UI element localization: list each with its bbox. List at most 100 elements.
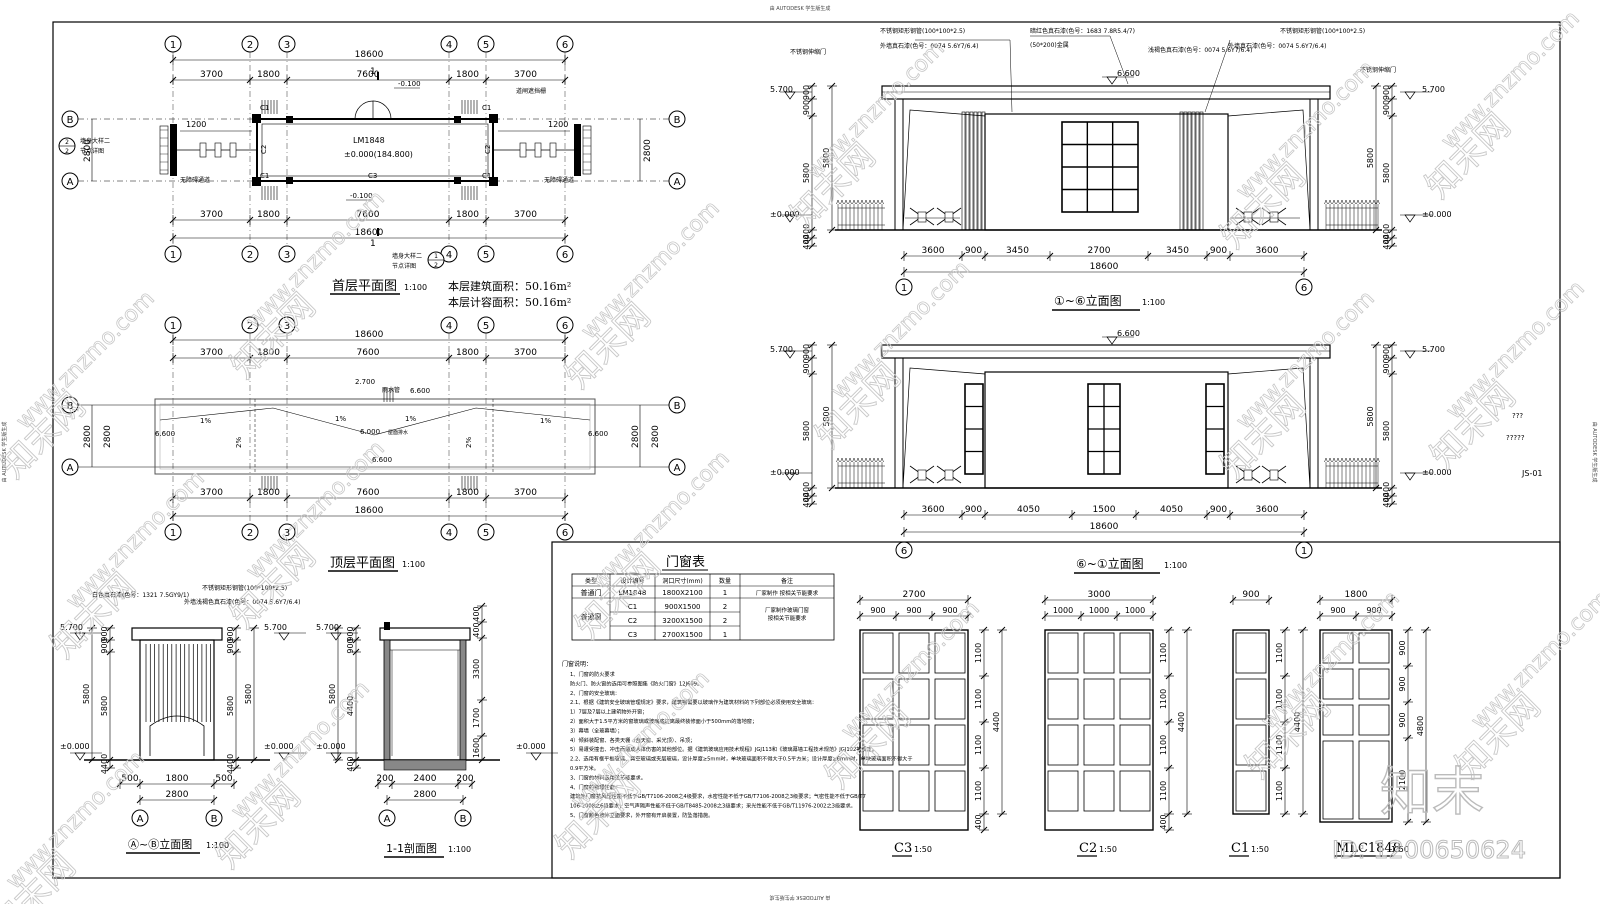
elev2-vdim-l2-0: 5800: [822, 406, 831, 426]
elev1-vdim-r2-0: 5800: [1366, 148, 1375, 168]
barrier-post: [549, 142, 557, 158]
detail-c2-scale: 1:50: [1099, 845, 1117, 854]
p1-top-axes-axis-3: 3: [278, 35, 296, 53]
note-line-12-1: 106-2008之6级要求；空气声隔声性能不低于GB/T8485-2008之3级…: [570, 802, 856, 810]
plan2-slope-3: 1%: [405, 415, 416, 423]
elev2-dim-6: 3600: [1256, 505, 1279, 515]
svg-text:5: 5: [483, 528, 489, 539]
table-header-0: 类型: [585, 577, 597, 585]
section-mark-top: 1: [370, 67, 379, 80]
svg-text:1: 1: [434, 253, 438, 260]
p2-top-axes-axis-6: 6: [556, 316, 574, 334]
plan2-roof: [154, 398, 596, 475]
detail-c2-h-4: 400: [1159, 814, 1168, 829]
p1-bot-axes-seg-4: 3700: [514, 210, 537, 220]
elev3-vdim-l-2: 5800: [100, 696, 109, 716]
elev1-dim-3: 2700: [1088, 246, 1111, 256]
svg-text:3: 3: [284, 321, 290, 332]
detail-c3-sub-2: 900: [942, 606, 957, 615]
svg-text:1: 1: [901, 283, 907, 294]
p2-top-axes-axis-3: 3: [278, 316, 296, 334]
barrier-post: [519, 142, 527, 158]
detail-c2-sub-1: 1000: [1089, 606, 1109, 615]
elev1-vdim-r-3: 4400: [1382, 224, 1391, 244]
p1-top-axes-axis-5: 5: [477, 35, 495, 53]
note-line-9-1: 0.9平方米。: [570, 764, 599, 772]
p2-bot-axes-axis-5: 5: [477, 523, 495, 541]
elev1-lbl-steel: 不锈钢矩形钢管(100*100*2.5): [880, 27, 965, 35]
detail-c1-h-1: 1100: [1275, 689, 1284, 709]
plan2-title: 顶层平面图: [330, 556, 395, 571]
elev1-vdim-r-0: 900: [1382, 85, 1391, 100]
elev2-lvl-5700-r: 5.700: [1422, 345, 1445, 354]
plan1-note-lane-r: 无障碍通道: [544, 176, 574, 184]
elev2-dim-3: 1500: [1093, 505, 1116, 515]
svg-text:节点详图: 节点详图: [392, 262, 416, 270]
detail-mlc-h-3: 2100: [1398, 770, 1407, 790]
axis-a-left: A: [61, 172, 79, 190]
p2-top-axes-seg-1: 1800: [257, 348, 280, 358]
p2-bot-axes-total-0: 18600: [355, 506, 384, 516]
elev2-vdim-l-1: 900: [802, 358, 811, 373]
table-header-1: 设计编号: [620, 577, 644, 585]
detail-c3-htotal-0: 4400: [992, 712, 1001, 732]
elev1-dim-5: 900: [1210, 246, 1227, 256]
section-vdim-r-3: 1700: [472, 708, 481, 728]
elev3-lbl-steel: 不锈钢矩形钢管(100*100*2.5): [202, 584, 287, 592]
detail-c3-h-1: 1100: [974, 689, 983, 709]
elev1-window: [1061, 121, 1139, 213]
elev1-vdim-l-1: 900: [802, 100, 811, 115]
plan2-lvl-2700: 2.700: [355, 378, 375, 386]
elev3-axis-b: B: [205, 809, 223, 827]
p1-top-axes-axis-1: 1: [164, 35, 182, 53]
section-title: 1-1剖面图: [386, 841, 437, 855]
elev1-vdim-l-3: 4400: [802, 224, 811, 244]
svg-text:2: 2: [247, 250, 253, 261]
elev1-vdim-l2-0: 5800: [822, 148, 831, 168]
svg-text:6: 6: [562, 321, 568, 332]
svg-text:1: 1: [170, 528, 176, 539]
p1-bot-axes-seg-0: 3700: [200, 210, 223, 220]
p1-top-axes-seg-0: 3700: [200, 70, 223, 80]
sheet-q1: ???: [1512, 412, 1523, 420]
svg-text:6: 6: [901, 546, 907, 557]
table-cell-3-1: C3: [628, 631, 637, 639]
table-cell-1-3: 2: [723, 603, 727, 611]
p2-bot-axes-seg-0: 3700: [200, 488, 223, 498]
table-cell-0-0: 普通门: [581, 588, 602, 597]
elev1-vdim-l-4: 400: [802, 234, 811, 249]
elev1-lbl-gate-l: 不锈钢伸缩门: [790, 48, 826, 56]
elev1-lvl-0-l: ±0.000: [770, 210, 800, 219]
section-vdim-r-0: 400: [472, 606, 481, 621]
svg-text:A: A: [67, 177, 74, 188]
note-line-8-0: 5）易遭受撞击、冲击而造成人体伤害的其他部位。据《建筑玻璃应用技术规程》JGJ1…: [570, 745, 877, 753]
axis-b-right-2: B: [668, 396, 686, 414]
plan1-door-label: LM1848: [353, 136, 385, 145]
plan1-dim-1200-l: 1200: [186, 120, 206, 129]
elev1-vdim-r-4: 400: [1382, 234, 1391, 249]
detail-mlc-h-1: 900: [1398, 676, 1407, 691]
svg-text:3: 3: [284, 528, 290, 539]
elev2-dim-0: 3600: [922, 505, 945, 515]
detail-mlc-h-2: 900: [1398, 712, 1407, 727]
section-vdim-r-1: 400: [472, 622, 481, 637]
section-vdim-l-2: 4400: [346, 696, 355, 716]
p2-bot-axes-seg-3: 1800: [456, 488, 479, 498]
section-dim-2: 200: [456, 774, 473, 784]
p1-bot-axes-seg-1: 1800: [257, 210, 280, 220]
section-total-0: 2800: [414, 790, 437, 800]
detail-c2-sub-0: 1000: [1053, 606, 1073, 615]
elev1-dim-1: 900: [965, 246, 982, 256]
svg-text:B: B: [67, 115, 74, 126]
elev2-vdim-r-4: 400: [1382, 492, 1391, 507]
plan2-slope-1: 1%: [200, 417, 211, 425]
p1-bot-axes-axis-2: 2: [241, 245, 259, 263]
detail-c1-h-3: 1100: [1275, 781, 1284, 801]
section-lvl-0: ±0.000: [316, 742, 346, 751]
sheet-q2: ?????: [1506, 434, 1525, 442]
svg-text:4: 4: [446, 528, 452, 539]
elev3-dim-1: 1800: [166, 774, 189, 784]
side-right-text: 由 AUTODESK 学生版生成: [1591, 422, 1598, 483]
elev2-vdim-r-3: 4400: [1382, 482, 1391, 502]
